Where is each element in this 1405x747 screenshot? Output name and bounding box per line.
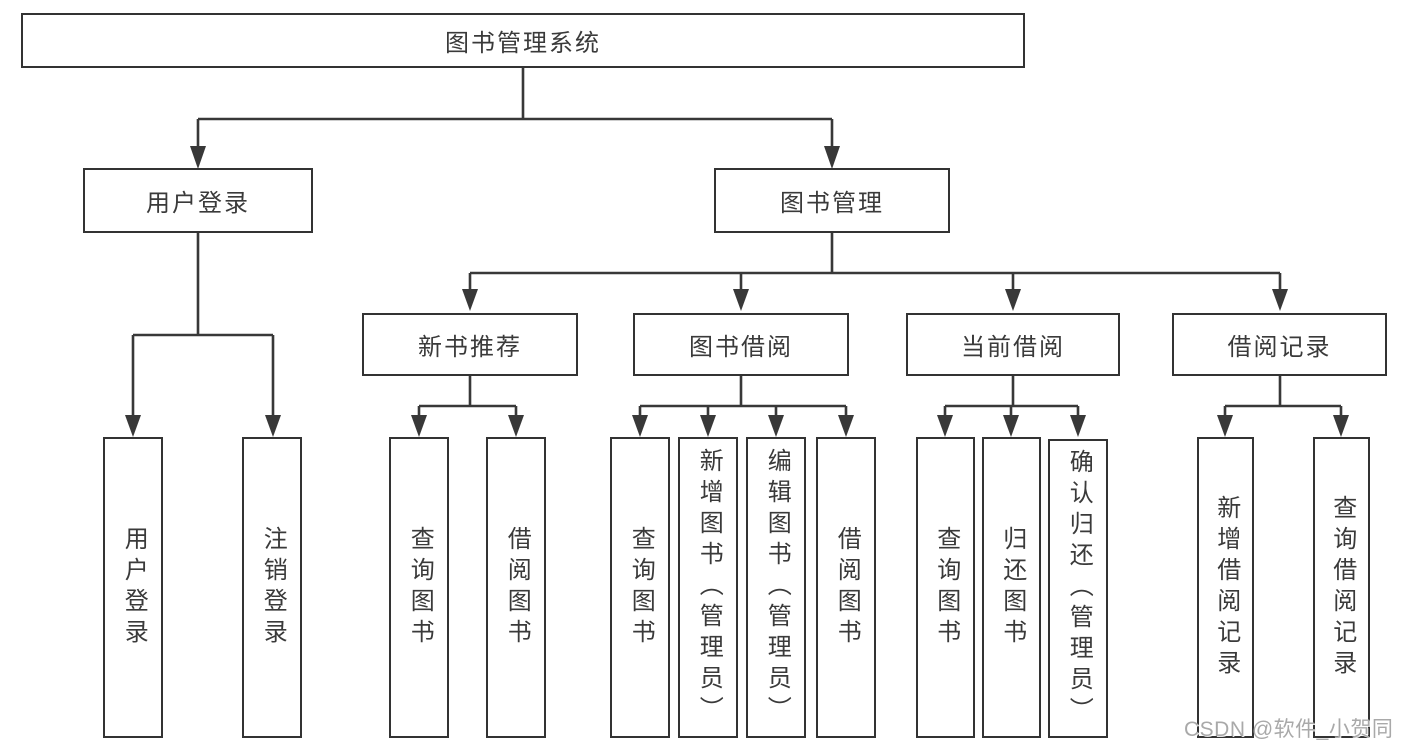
leaf-borrow-books-borrowing: 借阅图书 xyxy=(816,437,876,738)
leaf-confirm-return-admin: 确认归还（管理员） xyxy=(1048,439,1108,738)
leaf-query-borrow-record: 查询借阅记录 xyxy=(1313,437,1370,738)
node-library-management-system: 图书管理系统 xyxy=(21,13,1025,68)
leaf-query-books-borrowing: 查询图书 xyxy=(610,437,670,738)
leaf-edit-book-admin: 编辑图书（管理员） xyxy=(746,437,806,738)
leaf-add-book-admin: 新增图书（管理员） xyxy=(678,437,738,738)
leaf-borrow-books-recommend: 借阅图书 xyxy=(486,437,546,738)
leaf-return-book: 归还图书 xyxy=(982,437,1041,738)
node-book-management: 图书管理 xyxy=(714,168,950,233)
node-user-login: 用户登录 xyxy=(83,168,313,233)
csdn-watermark: CSDN @软件_小贺同学 xyxy=(1184,718,1394,741)
node-book-borrowing: 图书借阅 xyxy=(633,313,849,376)
node-borrow-records: 借阅记录 xyxy=(1172,313,1387,376)
leaf-add-borrow-record: 新增借阅记录 xyxy=(1197,437,1254,738)
leaf-user-login: 用户登录 xyxy=(103,437,163,738)
node-new-book-recommend: 新书推荐 xyxy=(362,313,578,376)
node-current-borrowing: 当前借阅 xyxy=(906,313,1120,376)
leaf-query-books-recommend: 查询图书 xyxy=(389,437,449,738)
leaf-logout: 注销登录 xyxy=(242,437,302,738)
leaf-query-books-current: 查询图书 xyxy=(916,437,975,738)
